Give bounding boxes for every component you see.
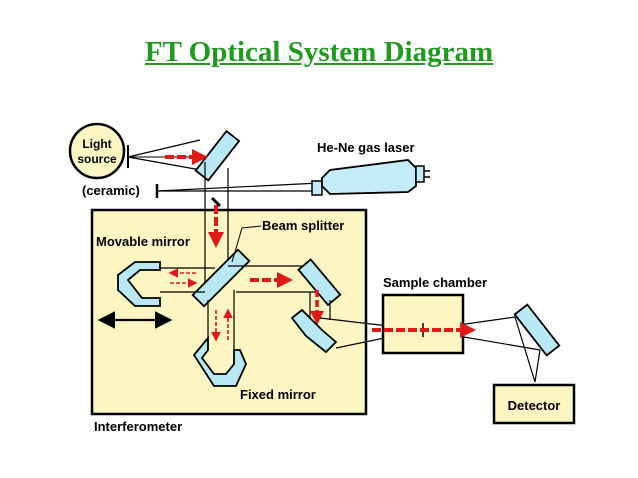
folding-mirror-upper	[297, 258, 342, 307]
laser-label: He-Ne gas laser	[317, 140, 415, 155]
beam-splitter-label: Beam splitter	[262, 218, 344, 233]
beam-to-detector-1	[514, 316, 536, 383]
fixed-mirror-label: Fixed mirror	[240, 387, 316, 402]
interferometer-label: Interferometer	[94, 419, 182, 434]
beam-splitter-pointer	[241, 225, 262, 229]
laser-beam-upper	[156, 182, 321, 192]
movable-mirror-label: Movable mirror	[96, 234, 190, 249]
detector-mirror	[513, 303, 561, 357]
he-ne-laser	[311, 159, 430, 196]
movable-mirror	[117, 261, 161, 307]
ceramic-label: (ceramic)	[82, 183, 140, 198]
collimating-mirror	[194, 129, 241, 182]
detector-label: Detector	[508, 398, 561, 413]
beam-to-detector-2	[534, 349, 541, 383]
light-source-label-1: Light	[82, 137, 111, 151]
detector	[492, 383, 576, 425]
beam-splitter-pointer2	[231, 227, 243, 263]
focusing-mirror	[290, 308, 338, 354]
light-source-label-2: source	[77, 152, 117, 166]
laser-pickoff-mirror	[210, 196, 222, 208]
diagram-title: FT Optical System Diagram	[144, 36, 494, 68]
light-source	[68, 122, 126, 180]
beam-splitter	[191, 248, 251, 308]
sample-chamber-label: Sample chamber	[383, 275, 487, 290]
beam-source-upper	[127, 139, 201, 158]
